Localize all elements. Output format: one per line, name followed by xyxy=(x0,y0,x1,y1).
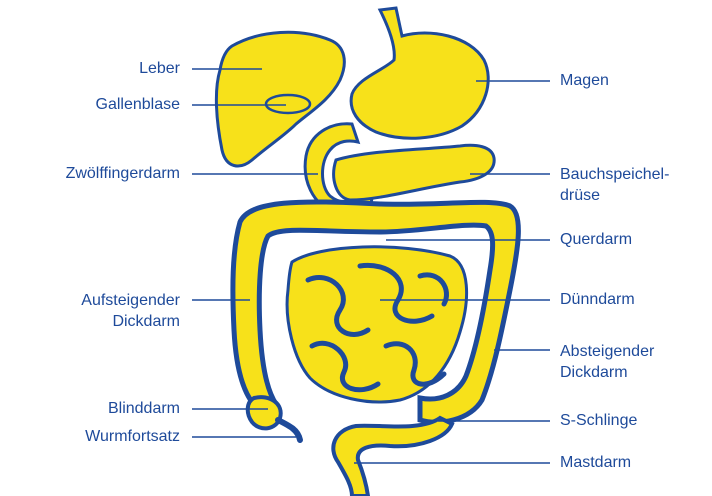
label-bauchspeicheldruese: Bauchspeichel- drüse xyxy=(560,164,669,206)
label-blinddarm: Blinddarm xyxy=(108,398,180,419)
gallbladder-shape xyxy=(266,95,310,113)
label-gallenblase: Gallenblase xyxy=(96,94,181,115)
label-aufsteigender-dickdarm: Aufsteigender Dickdarm xyxy=(81,290,180,332)
pancreas-shape xyxy=(334,145,494,200)
sigmoid-rectum-shape xyxy=(333,418,452,496)
cecum-shape xyxy=(248,397,281,428)
label-s-schlinge: S-Schlinge xyxy=(560,410,637,431)
label-mastdarm: Mastdarm xyxy=(560,452,631,473)
label-wurmfortsatz: Wurmfortsatz xyxy=(85,426,180,447)
label-absteigender-dickdarm: Absteigender Dickdarm xyxy=(560,341,654,383)
label-magen: Magen xyxy=(560,70,609,91)
label-zwoelffingerdarm: Zwölffingerdarm xyxy=(66,163,180,184)
label-duenndarm: Dünndarm xyxy=(560,289,635,310)
label-leber: Leber xyxy=(139,58,180,79)
label-querdarm: Querdarm xyxy=(560,229,632,250)
stomach-shape xyxy=(351,8,488,138)
